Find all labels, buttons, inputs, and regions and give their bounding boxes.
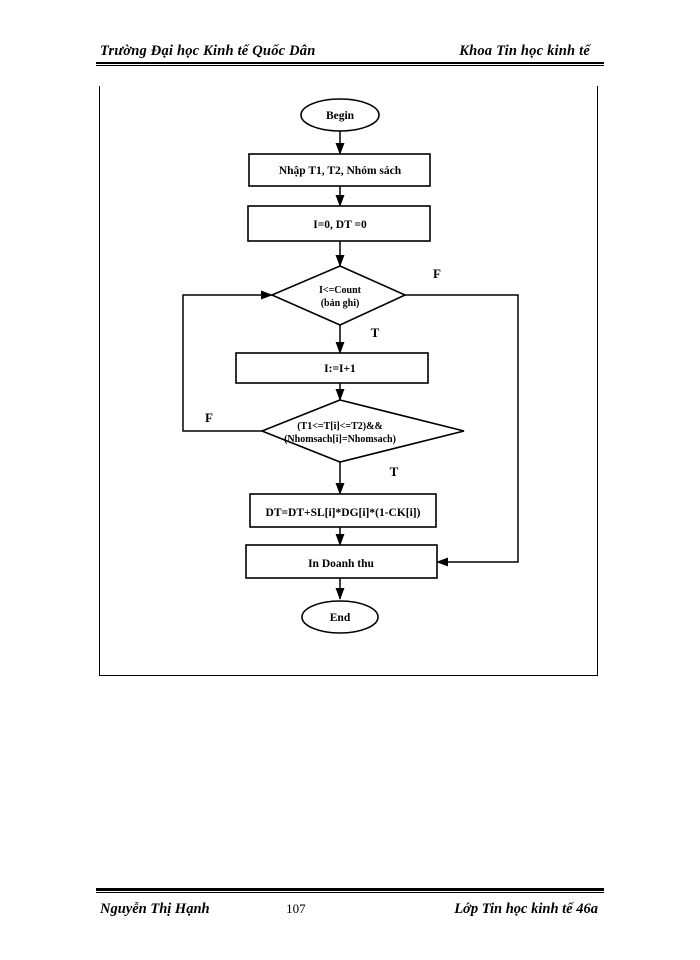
footer-rule [96, 888, 604, 893]
header-university-name: Trường Đại học Kinh tế Quốc Dân [100, 43, 316, 59]
header-rule [96, 62, 604, 66]
header-row: Trường Đại học Kinh tế Quốc Dân Khoa Tin… [96, 38, 604, 60]
footer-author-name: Nguyễn Thị Hạnh [100, 901, 210, 917]
footer-class-name: Lớp Tin học kinh tế 46a [454, 901, 598, 917]
page-footer: Nguyễn Thị Hạnh 107 Lớp Tin học kinh tế … [96, 888, 604, 918]
page-header: Trường Đại học Kinh tế Quốc Dân Khoa Tin… [96, 38, 604, 72]
header-faculty-name: Khoa Tin học kinh tế [459, 43, 590, 59]
footer-row: Nguyễn Thị Hạnh 107 Lớp Tin học kinh tế … [96, 901, 604, 918]
flowchart-frame [99, 86, 598, 676]
footer-page-number: 107 [286, 901, 306, 916]
